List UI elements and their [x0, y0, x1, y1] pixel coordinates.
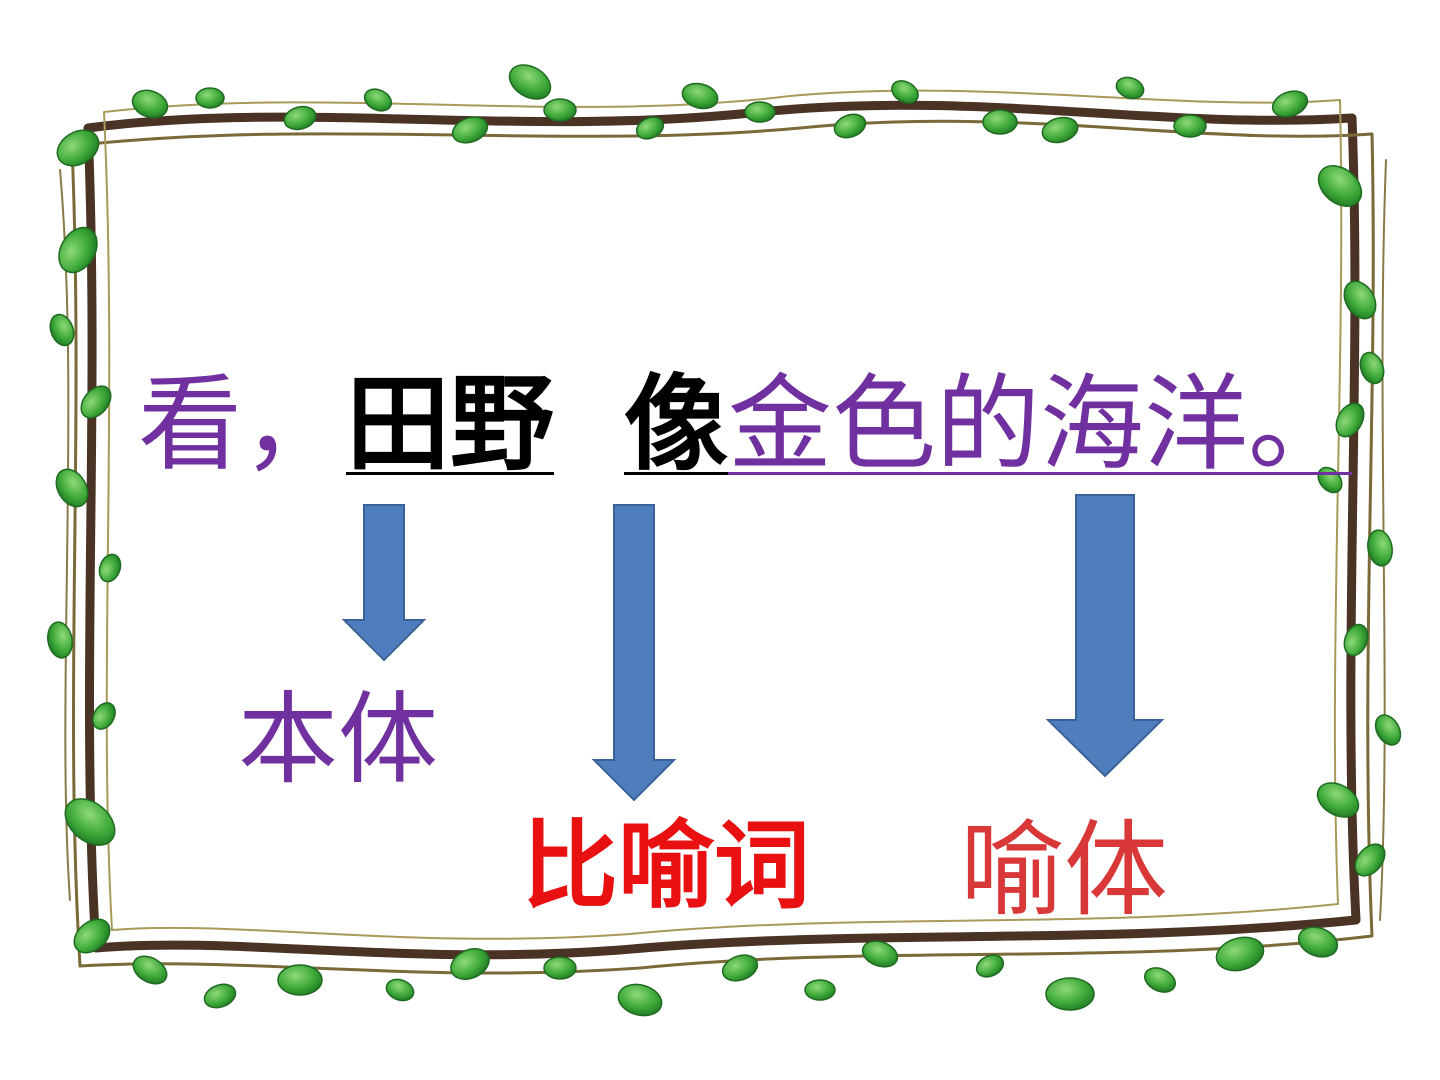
- label-tenor: 本体: [238, 681, 438, 798]
- sentence-vehicle: 金色的海洋。: [728, 363, 1353, 485]
- sentence-comparison-word: 像: [624, 363, 729, 485]
- metaphor-sentence: 看，田野 像金色的海洋。: [138, 372, 1352, 476]
- down-arrow-icon: [1045, 494, 1165, 778]
- down-arrow-icon: [341, 504, 427, 662]
- label-vehicle: 喻体: [960, 809, 1169, 931]
- label-comparison-word: 比喻词: [522, 810, 810, 922]
- down-arrow-icon: [591, 504, 677, 802]
- sentence-tenor: 田野: [346, 363, 555, 485]
- sentence-lead: 看，: [138, 363, 347, 485]
